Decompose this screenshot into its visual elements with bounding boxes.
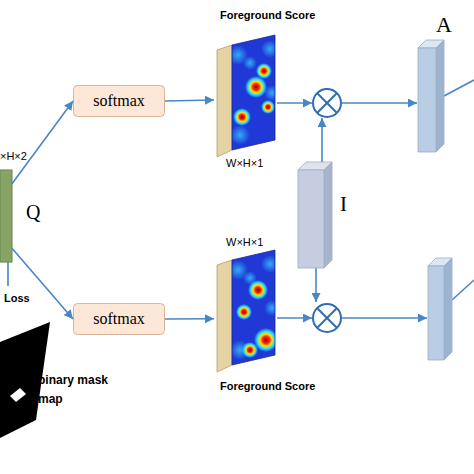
feature-block: I bbox=[298, 162, 332, 268]
dimension-label: W×H×1 bbox=[226, 157, 263, 169]
node-outline bbox=[214, 250, 276, 375]
connector-arrow bbox=[12, 248, 73, 319]
score-map: Foreground ScoreW×H×1 bbox=[214, 35, 276, 160]
node-outline bbox=[214, 35, 276, 160]
feature-block bbox=[428, 258, 452, 360]
dimension-label: W×H×1 bbox=[226, 236, 263, 248]
multiply-symbol bbox=[313, 304, 341, 332]
score-map: W×H×1Foreground Score bbox=[214, 250, 276, 375]
tensor-label: Q bbox=[26, 196, 40, 228]
connector-arrow bbox=[12, 101, 73, 184]
tensor-label: ×H×2 bbox=[0, 150, 27, 162]
feature-block: ×H×2 bbox=[0, 170, 12, 262]
feature-block: A bbox=[418, 40, 444, 152]
image-caption: binary mask map bbox=[38, 371, 112, 409]
map-title: Foreground Score bbox=[220, 380, 315, 392]
node-outline bbox=[298, 162, 332, 268]
multiply-symbol bbox=[313, 89, 341, 117]
node-outline bbox=[418, 40, 444, 152]
box-label: softmax bbox=[73, 303, 165, 335]
process-box: softmax bbox=[73, 303, 165, 335]
map-title: Foreground Score bbox=[220, 9, 315, 21]
tensor-label: I bbox=[340, 192, 347, 217]
box-label: softmax bbox=[73, 85, 165, 117]
loss-label: Loss bbox=[4, 290, 30, 308]
connector-arrow bbox=[165, 100, 214, 101]
tensor-label: A bbox=[436, 12, 452, 38]
connector-arrow bbox=[165, 318, 214, 320]
node-outline bbox=[0, 170, 12, 262]
process-box: softmax bbox=[73, 85, 165, 117]
